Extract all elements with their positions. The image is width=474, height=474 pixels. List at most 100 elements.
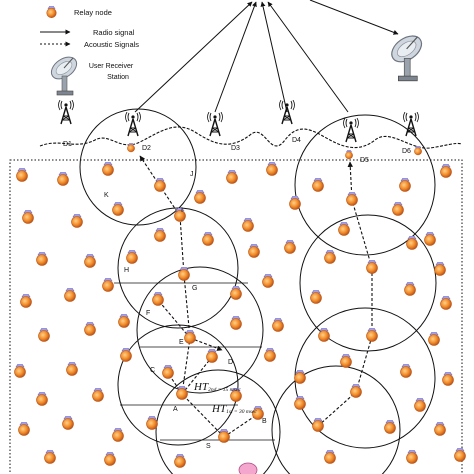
relay-node-icon	[230, 286, 242, 300]
relay-node-icon	[242, 218, 254, 232]
relay-node-icon	[272, 318, 284, 332]
label-k: K	[104, 192, 109, 199]
deployment-area-boundary	[9, 159, 463, 474]
relay-node-icon	[64, 288, 76, 302]
relay-node-icon	[36, 392, 48, 406]
relay-node-icon	[384, 420, 396, 434]
relay-node-icon	[57, 172, 69, 186]
relay-node-icon	[71, 214, 83, 228]
relay-node-icon	[206, 349, 218, 363]
relay-node-icon	[174, 454, 186, 468]
relay-node-icon	[404, 282, 416, 296]
relay-node-icon	[112, 428, 124, 442]
label-e: E	[179, 339, 184, 346]
relay-node-icon	[146, 416, 158, 430]
relay-node-icon	[218, 429, 230, 443]
acoustic-paths	[139, 155, 375, 438]
relay-node-icon	[62, 416, 74, 430]
station-label: User Receiver Station	[89, 63, 135, 81]
relay-node-icon	[102, 162, 114, 176]
relay-node-icon	[324, 250, 336, 264]
relay-node-icon	[36, 252, 48, 266]
relay-node-icon	[118, 314, 130, 328]
label-j: J	[190, 171, 194, 178]
relay-node-icon	[414, 398, 426, 412]
label-d: D	[228, 359, 233, 366]
tower-d5-icon	[343, 118, 359, 143]
relay-node-icon	[310, 290, 322, 304]
relay-node-icon	[312, 178, 324, 192]
relay-node-icon	[22, 210, 34, 224]
source-node-icon	[238, 462, 258, 474]
relay-node-icon	[194, 190, 206, 204]
relay-node-icon	[226, 170, 238, 184]
label-a: A	[173, 406, 178, 413]
radio-links	[134, 0, 399, 113]
receiver-dish-left-icon	[46, 52, 82, 96]
label-f: F	[146, 310, 150, 317]
relay-node-icon	[318, 328, 330, 342]
legend-relay-icon	[46, 6, 57, 18]
surface-nodes	[58, 100, 422, 160]
relay-node-icon	[440, 164, 452, 178]
legend-radio-label: Radio signal	[93, 28, 135, 37]
relay-node-icon	[102, 278, 114, 292]
relay-node-icon	[406, 450, 418, 464]
relay-node-icon	[428, 332, 440, 346]
label-d2: D2	[142, 145, 151, 152]
relay-node-icon	[18, 422, 30, 436]
relay-node-icon	[392, 202, 404, 216]
buoy-d5-icon	[345, 150, 353, 160]
layer-lines	[114, 282, 275, 441]
relay-node-icon	[92, 388, 104, 402]
ht-upper: HT2nd = 15 msec	[193, 381, 241, 393]
tower-d2-icon	[125, 112, 141, 137]
relay-node-icon	[266, 162, 278, 176]
holding-time-labels: HT2nd = 15 msec HT1st = 30 msec	[193, 381, 257, 415]
relay-node-icon	[230, 316, 242, 330]
relay-node-icon	[84, 322, 96, 336]
relay-node-icon	[338, 222, 350, 236]
relay-node-icon	[366, 328, 378, 342]
label-c: C	[150, 367, 155, 374]
relay-node-icon	[112, 202, 124, 216]
relay-node-icon	[154, 178, 166, 192]
relay-node-icon	[312, 418, 324, 432]
relay-node-icon	[184, 330, 196, 344]
relay-node-icon	[434, 422, 446, 436]
legend: Relay node Radio signal Acoustic Signals	[40, 6, 139, 49]
relay-nodes	[14, 162, 466, 468]
relay-node-icon	[264, 348, 276, 362]
relay-node-icon	[152, 292, 164, 306]
relay-node-icon	[104, 452, 116, 466]
receiver-dish-right-icon	[386, 30, 427, 82]
relay-node-icon	[399, 178, 411, 192]
relay-node-icon	[14, 364, 26, 378]
relay-node-icon	[294, 396, 306, 410]
relay-node-icon	[400, 364, 412, 378]
tower-d3-icon	[207, 112, 223, 137]
tower-d1-icon	[58, 100, 74, 125]
label-h: H	[124, 267, 129, 274]
relay-node-icon	[126, 250, 138, 264]
relay-node-icon	[84, 254, 96, 268]
sea-surface	[39, 126, 463, 149]
relay-node-icon	[262, 274, 274, 288]
relay-node-icon	[66, 362, 78, 376]
relay-node-icon	[340, 354, 352, 368]
label-d3: D3	[231, 145, 240, 152]
relay-node-icon	[178, 267, 190, 281]
label-i: I	[181, 207, 183, 214]
label-g: G	[192, 285, 197, 292]
relay-node-icon	[162, 365, 174, 379]
ht-lower: HT1st = 30 msec	[211, 403, 257, 415]
relay-node-icon	[20, 294, 32, 308]
relay-node-icon	[324, 450, 336, 464]
relay-node-icon	[38, 328, 50, 342]
relay-node-icon	[434, 262, 446, 276]
label-d4: D4	[292, 137, 301, 144]
relay-node-icon	[440, 296, 452, 310]
label-s: S	[206, 443, 211, 450]
relay-node-icon	[202, 232, 214, 246]
